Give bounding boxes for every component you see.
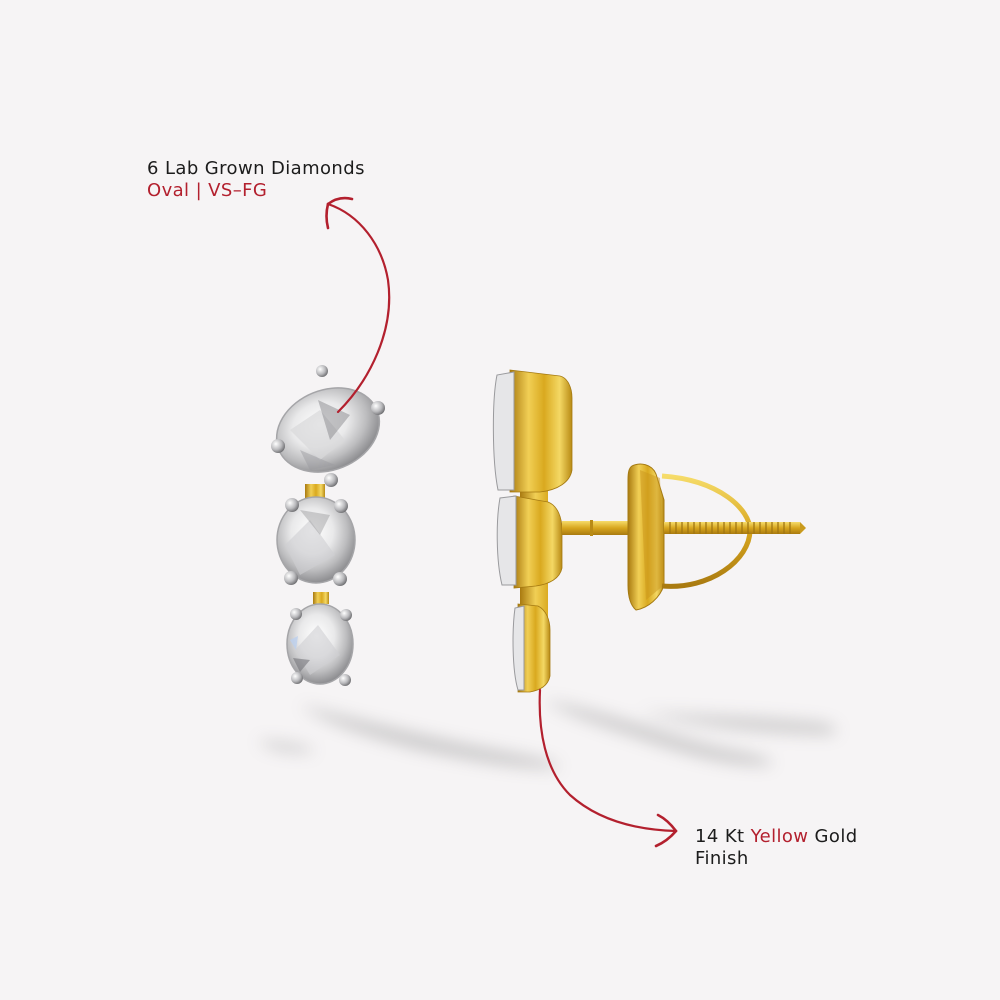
diamond-spec-label: Oval | VS–FG xyxy=(147,180,268,201)
annotation-diamonds: 6 Lab Grown Diamonds Oval | VS–FG xyxy=(147,158,365,202)
arrow-metal xyxy=(538,688,678,848)
front-earring xyxy=(271,365,385,686)
metal-label-line2: Finish xyxy=(695,848,749,869)
annotation-metal: 14 Kt Yellow Gold Finish xyxy=(695,826,858,870)
metal-prefix: 14 Kt xyxy=(695,826,751,847)
gold-connector xyxy=(313,592,329,604)
metal-color-word: Yellow xyxy=(750,826,809,847)
diamond-top xyxy=(271,365,385,487)
arrow-diamonds xyxy=(325,196,391,414)
diamond-count-label: 6 Lab Grown Diamonds xyxy=(147,158,365,179)
gold-connector xyxy=(305,484,325,498)
metal-label-line1: 14 Kt Yellow Gold xyxy=(695,826,858,848)
metal-suffix: Gold xyxy=(808,826,858,847)
diamond-bottom xyxy=(286,603,354,686)
side-earring xyxy=(492,369,806,693)
diamond-middle xyxy=(276,496,356,586)
shadow xyxy=(258,700,837,769)
